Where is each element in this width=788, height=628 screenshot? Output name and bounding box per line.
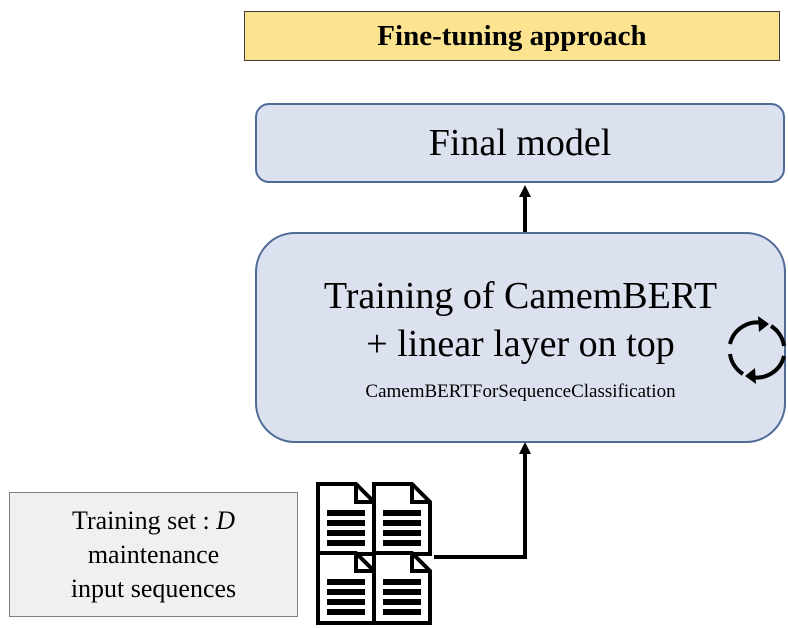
output-arrowhead bbox=[519, 185, 531, 197]
final-model-label: Final model bbox=[428, 122, 612, 164]
training-set-line2: maintenance bbox=[87, 539, 220, 569]
input-connector bbox=[434, 452, 527, 559]
document-icon bbox=[316, 482, 376, 556]
training-subtitle: + linear layer on top bbox=[366, 323, 675, 365]
document-icon bbox=[372, 482, 432, 556]
final-model-box: Final model bbox=[255, 103, 785, 183]
input-arrowhead bbox=[519, 442, 531, 454]
document-icon bbox=[372, 551, 432, 625]
refresh-cycle-icon bbox=[728, 316, 786, 384]
training-box: Training of CamemBERT + linear layer on … bbox=[255, 232, 786, 443]
training-class-name: CamemBERTForSequenceClassification bbox=[365, 381, 676, 402]
diagram-title: Fine-tuning approach bbox=[244, 11, 780, 61]
training-title: Training of CamemBERT bbox=[323, 275, 718, 317]
training-set-line3: input sequences bbox=[70, 573, 237, 603]
training-set-line1: Training set : D bbox=[72, 505, 235, 535]
dataset-variable: D bbox=[216, 505, 235, 535]
document-icon bbox=[316, 551, 376, 625]
training-set-box: Training set : D maintenance input seque… bbox=[9, 492, 298, 617]
